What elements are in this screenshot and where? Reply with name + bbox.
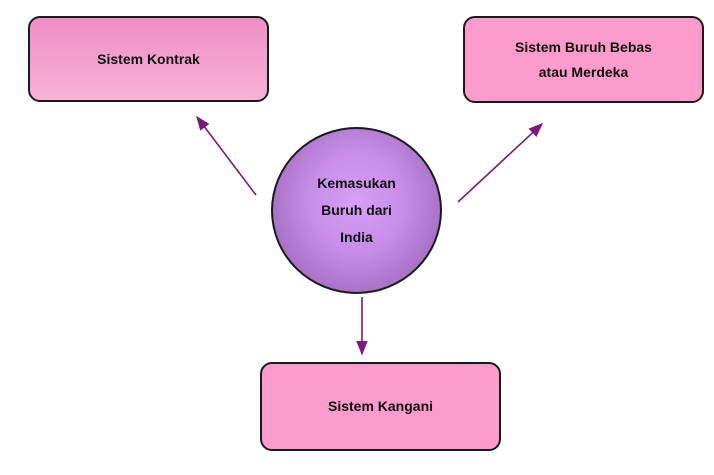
arrow-to-kontrak <box>196 115 257 196</box>
center-circle: Kemasukan Buruh dari India <box>271 127 442 294</box>
arrow-to-buruh-bebas <box>457 123 544 203</box>
box-label: Sistem Kontrak <box>97 50 200 67</box>
box-sistem-buruh-bebas: Sistem Buruh Bebas atau Merdeka <box>463 16 704 103</box>
box-label: Sistem Kangani <box>327 398 434 414</box>
center-label: Kemasukan Buruh dari India <box>317 175 396 245</box>
box-sistem-kontrak: Sistem Kontrak <box>28 16 269 102</box>
box-sistem-kangani: Sistem Kangani <box>260 362 501 451</box>
box-label: Sistem Buruh Bebas atau Merdeka <box>515 38 652 80</box>
